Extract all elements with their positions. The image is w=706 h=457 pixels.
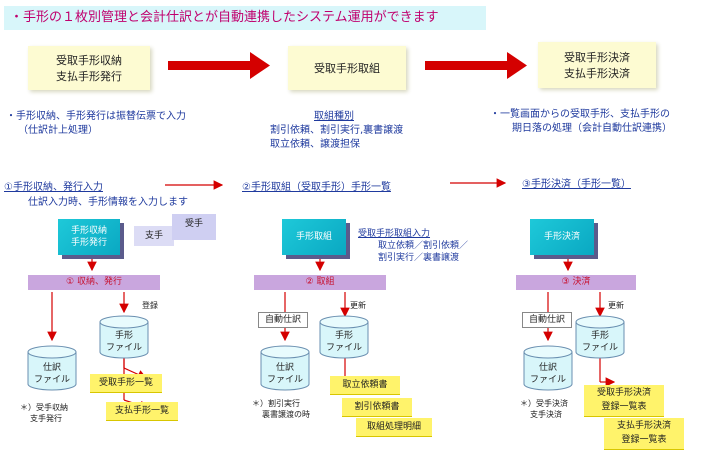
note-right: ・一覧画面からの受取手形、支払手形の 期日落の処理（会計自動仕訳連携） [490,108,672,136]
doc-payable-list[interactable]: 支払手形一覧 [106,402,178,421]
update-label-2: 更新 [350,301,366,310]
paper-receivable-bill: 受手 [172,214,216,240]
input-text: 取立依頼／割引依頼／ [378,241,469,251]
screen-receive-issue[interactable]: 手形収納 手形発行 [58,219,120,255]
file-label: 手形 [590,331,609,341]
auto-entry-box-3: 自動仕訳 [522,312,572,328]
update-label-3: 更新 [608,301,624,310]
screen-settlement[interactable]: 手形決済 [530,219,594,255]
stage-label: 受取手形取組 [314,62,380,75]
step-1-title: ①手形収納、発行入力 [4,182,103,193]
note-text: 取立依頼、譲渡担保 [270,139,360,150]
step-1-subtitle: 仕訳入力時、手形情報を入力します [28,197,188,208]
stage-box-arrangement: 受取手形取組 [288,46,406,90]
step-3-title: ③手形決済（手形一覧） [522,179,631,190]
doc-discount-request[interactable]: 割引依頼書 [342,398,412,417]
footnote-text: 支手決済 [530,410,562,419]
file-label: 仕訳 [42,363,61,373]
stage-label: 支払手形発行 [56,70,122,83]
bill-file-cylinder-3 [575,315,625,359]
stage-box-settlement: 受取手形決済 支払手形決済 [538,42,656,88]
doc-receivable-settlement-list[interactable]: 受取手形決済 登録一覧表 [584,385,664,417]
bill-file-label-2: 手形 ファイル [324,330,364,354]
process-arrangement[interactable]: ② 取組 [254,275,386,290]
input-text: 割引実行／裏書譲渡 [378,253,460,263]
footnote-2: ＊）割引実行 裏書譲渡の時 [252,398,310,420]
footnote-text: ＊）受手決済 [520,399,568,408]
entry-file-cylinder-3 [523,345,573,391]
file-label: ファイル [33,375,70,385]
big-arrow-2 [425,52,527,79]
file-label: 手形 [334,331,353,341]
doc-collection-request[interactable]: 取立依頼書 [330,376,400,395]
stage-label: 受取手形収納 [56,54,122,67]
big-arrow-1 [168,52,270,79]
footnote-text: ＊）受手収納 [20,403,68,412]
auto-entry-box-2: 自動仕訳 [258,312,308,328]
paper-payable-bill: 支手 [134,226,174,246]
entry-file-cylinder-2 [260,345,310,391]
process-settlement[interactable]: ③ 決済 [516,275,636,290]
footnote-text: 裏書譲渡の時 [262,410,310,419]
note-text: 期日落の処理（会計自動仕訳連携） [512,123,672,134]
arrangement-input-note: 受取手形取組入力 取立依頼／割引依頼／ 割引実行／裏書譲渡 [358,228,468,264]
doc-payable-settlement-list[interactable]: 支払手形決済 登録一覧表 [604,418,684,450]
doc-arrangement-detail[interactable]: 取組処理明細 [356,418,432,437]
note-text: （仕訳計上処理） [18,125,98,136]
note-text: ・手形収納、手形発行は振替伝票で入力 [6,111,186,122]
step-2-title: ②手形取組（受取手形）手形一覧 [242,182,391,193]
footnote-text: 支手発行 [30,414,62,423]
doc-text: 登録一覧表 [621,435,667,445]
footnote-text: ＊）割引実行 [252,399,300,408]
screen-label: 手形発行 [70,238,107,248]
doc-text: 支払手形決済 [616,421,671,431]
footnote-1: ＊）受手収納 支手発行 [20,402,68,424]
doc-text: 登録一覧表 [601,402,647,412]
file-label: 仕訳 [538,363,557,373]
screen-arrangement[interactable]: 手形取組 [282,219,346,255]
footnote-3: ＊）受手決済 支手決済 [520,398,568,420]
file-label: ファイル [581,343,618,353]
bill-file-label-1: 手形 ファイル [104,330,144,354]
input-title: 受取手形取組入力 [358,229,431,239]
bill-file-label-3: 手形 ファイル [580,330,620,354]
bill-file-cylinder-1 [99,315,149,359]
stage-box-receive-issue: 受取手形収納 支払手形発行 [28,46,150,90]
note-left: ・手形収納、手形発行は振替伝票で入力 （仕訳計上処理） [6,110,186,138]
entry-file-label-2: 仕訳 ファイル [265,362,305,386]
register-label: 登録 [142,301,158,310]
doc-text: 受取手形決済 [596,388,651,398]
file-label: 手形 [114,331,133,341]
stage-label: 受取手形決済 [564,51,630,64]
note-title: 取組種別 [314,111,354,122]
note-text: ・一覧画面からの受取手形、支払手形の [490,109,670,120]
note-mid: 取組種別 割引依頼、割引実行,裏書譲渡 取立依頼、譲渡担保 [270,110,403,152]
headline: ・手形の１枚別管理と会計仕訳とが自動連携したシステム運用ができます [4,6,486,30]
screen-label: 手形収納 [70,226,107,236]
stage-label: 支払手形決済 [564,67,630,80]
entry-file-label-1: 仕訳 ファイル [32,362,72,386]
bill-file-cylinder-2 [319,315,369,359]
file-label: ファイル [529,375,566,385]
process-receive-issue[interactable]: ① 収納、発行 [28,275,160,290]
doc-receivable-list[interactable]: 受取手形一覧 [90,374,162,393]
file-label: ファイル [266,375,303,385]
file-label: ファイル [325,343,362,353]
file-label: ファイル [105,343,142,353]
entry-file-label-3: 仕訳 ファイル [528,362,568,386]
note-text: 割引依頼、割引実行,裏書譲渡 [270,125,404,136]
file-label: 仕訳 [275,363,294,373]
entry-file-cylinder-1 [27,345,77,391]
